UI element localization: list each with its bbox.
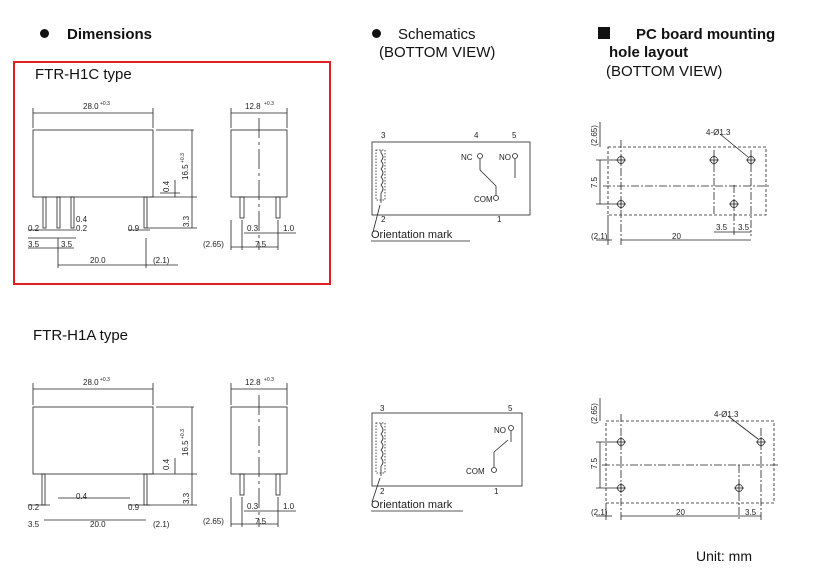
h1c-pin-4: 4	[474, 131, 479, 140]
h1c-height-dim: 16.5	[181, 164, 190, 180]
h1a-pin-2: 2	[380, 487, 385, 496]
schematics-subheading: (BOTTOM VIEW)	[379, 44, 496, 61]
h1c-pin-1: 1	[497, 215, 502, 224]
h1c-end-view	[230, 108, 296, 250]
dimensions-heading: Dimensions	[67, 26, 153, 43]
h1a-d02: 0.2	[28, 503, 40, 512]
h1c-pcb-d21: (2.1)	[591, 232, 608, 241]
h1c-pcb-d75: 7.5	[590, 176, 599, 188]
h1c-pcb-layout	[596, 122, 770, 245]
h1a-length-tol: +0.3	[100, 377, 110, 383]
h1c-width-dim: 12.8	[245, 102, 261, 111]
h1c-no-label: NO	[499, 153, 511, 162]
h1c-pcb-d265: (2.65)	[590, 125, 599, 146]
h1a-pcb-d20: 20	[676, 508, 685, 517]
h1c-d09: 0.9	[128, 224, 140, 233]
pcb-bullet	[598, 27, 610, 39]
h1c-d02-a: 0.2	[28, 224, 40, 233]
h1a-d21: (2.1)	[153, 520, 170, 529]
h1a-d265: (2.65)	[203, 517, 224, 526]
h1c-width-tol: +0.3	[264, 101, 274, 107]
h1a-pcb-d75: 7.5	[590, 457, 599, 469]
h1a-d03: 0.3	[247, 502, 259, 511]
h1a-d75: 7.5	[255, 517, 267, 526]
h1c-d75: 7.5	[255, 240, 267, 249]
h1a-d35: 3.5	[28, 520, 40, 529]
h1a-length-dim: 28.0	[83, 378, 99, 387]
pcb-heading-line1: PC board mounting	[636, 26, 776, 43]
h1a-orientation-mark: Orientation mark	[371, 499, 453, 511]
h1a-end-view	[230, 383, 296, 527]
h1c-nc-label: NC	[461, 153, 473, 162]
h1c-type-label: FTR-H1C type	[35, 66, 132, 83]
h1a-pcb-layout	[596, 398, 778, 520]
h1c-length-dim: 28.0	[83, 102, 99, 111]
h1c-pcb-d35-b: 3.5	[738, 223, 750, 232]
h1c-d33: 3.3	[182, 215, 191, 227]
h1c-pcb-d35-a: 3.5	[716, 223, 728, 232]
dimensions-bullet	[40, 29, 49, 38]
h1a-no-label: NO	[494, 426, 506, 435]
h1c-d35-a: 3.5	[28, 240, 40, 249]
h1c-side-view	[28, 108, 197, 268]
schematics-heading: Schematics	[398, 26, 476, 43]
h1a-width-dim: 12.8	[245, 378, 261, 387]
schematics-bullet	[372, 29, 381, 38]
h1c-pcb-d20: 20	[672, 232, 681, 241]
h1a-d09: 0.9	[128, 503, 140, 512]
h1c-height-tol: +0.3	[180, 153, 186, 163]
h1a-pcb-hole: 4-Ø1.3	[714, 410, 739, 419]
h1c-d21: (2.1)	[153, 256, 170, 265]
h1c-length-tol: +0.3	[100, 101, 110, 107]
h1c-pcb-hole: 4-Ø1.3	[706, 128, 731, 137]
h1a-pcb-d265: (2.65)	[590, 403, 599, 424]
h1c-highlight-box	[13, 61, 331, 285]
h1a-d33: 3.3	[182, 492, 191, 504]
h1a-side-view	[28, 383, 197, 521]
pcb-subheading: (BOTTOM VIEW)	[606, 63, 723, 80]
h1a-d04-v: 0.4	[162, 458, 171, 470]
h1c-d20: 20.0	[90, 256, 106, 265]
h1a-pin-1: 1	[494, 487, 499, 496]
h1c-pin-5: 5	[512, 131, 517, 140]
h1a-pin-5: 5	[508, 404, 513, 413]
h1a-schematic	[371, 412, 523, 503]
h1c-pin-2: 2	[381, 215, 386, 224]
h1a-pin-3: 3	[380, 404, 385, 413]
h1c-d04-h: 0.4	[76, 215, 88, 224]
h1a-pcb-d35: 3.5	[745, 508, 757, 517]
h1c-orientation-mark: Orientation mark	[371, 229, 453, 241]
h1c-d03: 0.3	[247, 224, 259, 233]
h1c-d35-b: 3.5	[61, 240, 73, 249]
h1a-pcb-d21: (2.1)	[591, 508, 608, 517]
h1a-d10: 1.0	[283, 502, 295, 511]
h1a-height-tol: +0.3	[180, 429, 186, 439]
h1c-com-label: COM	[474, 195, 493, 204]
h1a-com-label: COM	[466, 467, 485, 476]
h1c-d265: (2.65)	[203, 240, 224, 249]
h1c-d02-b: 0.2	[76, 224, 88, 233]
h1a-d04-h: 0.4	[76, 492, 88, 501]
h1c-d10: 1.0	[283, 224, 295, 233]
h1a-type-label: FTR-H1A type	[33, 327, 129, 344]
h1a-height-dim: 16.5	[181, 440, 190, 456]
unit-label: Unit: mm	[696, 548, 752, 564]
h1a-d20: 20.0	[90, 520, 106, 529]
h1c-schematic	[371, 141, 531, 233]
h1a-width-tol: +0.3	[264, 377, 274, 383]
h1c-d04-v: 0.4	[162, 180, 171, 192]
h1c-pin-3: 3	[381, 131, 386, 140]
pcb-heading-line2: hole layout	[609, 44, 689, 61]
